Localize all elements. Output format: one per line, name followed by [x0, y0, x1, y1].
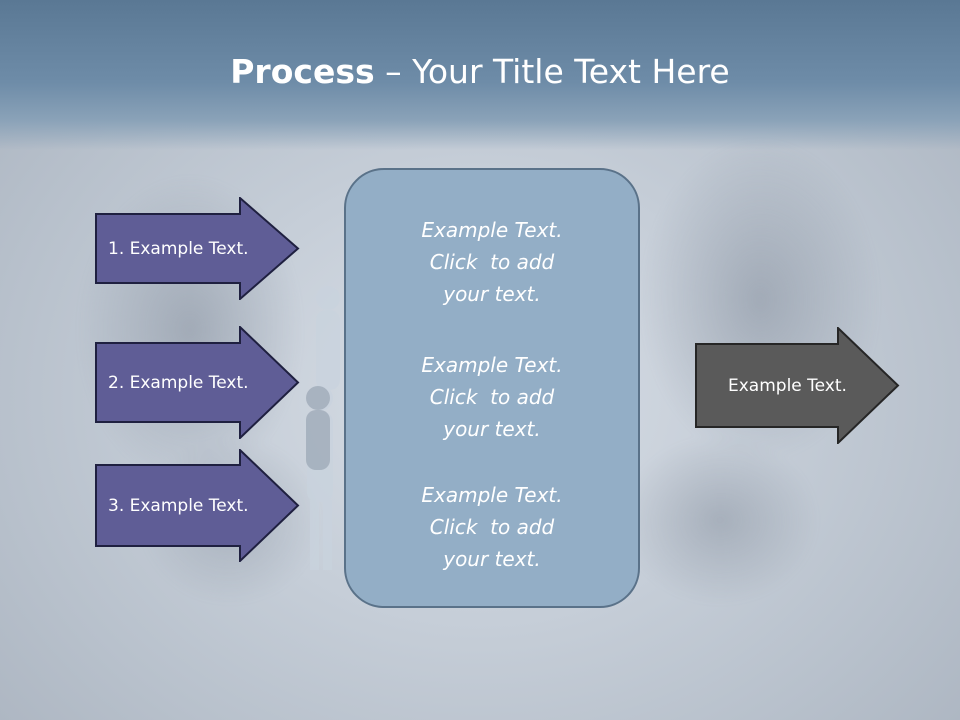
block-line: your text.: [443, 417, 541, 441]
block-line: Click to add: [429, 515, 555, 539]
block-line: your text.: [443, 547, 541, 571]
title-banner: [0, 0, 960, 150]
block-line: Click to add: [429, 250, 555, 274]
block-line: Click to add: [429, 385, 555, 409]
arrow-label: 3. Example Text.: [108, 495, 249, 516]
center-text-block-2: Example Text. Click to add your text.: [346, 349, 638, 445]
arrow-label: 2. Example Text.: [108, 372, 249, 393]
block-line: Example Text.: [421, 483, 563, 507]
process-arrow-2[interactable]: 2. Example Text.: [95, 326, 300, 439]
process-arrow-3[interactable]: 3. Example Text.: [95, 449, 300, 562]
paper-people-figures: [306, 286, 340, 570]
output-arrow[interactable]: Example Text.: [695, 327, 900, 444]
arrow-label: 1. Example Text.: [108, 238, 249, 259]
center-text-block-1: Example Text. Click to add your text.: [346, 214, 638, 310]
block-line: your text.: [443, 282, 541, 306]
block-line: Example Text.: [421, 353, 563, 377]
arrow-label: Example Text.: [728, 375, 847, 396]
title-rest: – Your Title Text Here: [374, 52, 730, 91]
process-arrow-1[interactable]: 1. Example Text.: [95, 197, 300, 300]
center-text-box[interactable]: Example Text. Click to add your text. Ex…: [344, 168, 640, 608]
block-line: Example Text.: [421, 218, 563, 242]
slide-title: Process – Your Title Text Here: [0, 52, 960, 91]
title-bold: Process: [230, 52, 375, 91]
center-text-block-3: Example Text. Click to add your text.: [346, 479, 638, 575]
